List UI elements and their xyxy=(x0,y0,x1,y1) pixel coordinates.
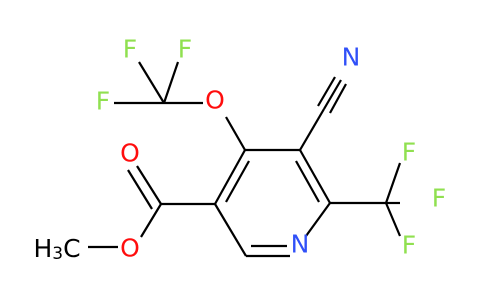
bond-c5-c4-inner xyxy=(225,160,250,203)
bond-cester-ocarbonyl-2 xyxy=(127,169,153,210)
bond-c6-c5 xyxy=(214,203,247,257)
bond-cester-ocarbonyl xyxy=(136,165,162,205)
cf3-fluorine-1-label: F xyxy=(402,138,416,167)
ocf3-fluorine-3-label: F xyxy=(96,87,110,116)
bond-c4-oether xyxy=(225,116,246,151)
nitrile-nitrogen-label: N xyxy=(342,43,361,72)
bond-c2-n1 xyxy=(305,202,331,237)
ring-nitrogen-label: N xyxy=(291,230,310,259)
bond-cn-triple-1 xyxy=(323,79,342,110)
methyl-h: H xyxy=(33,234,52,263)
bond-ccf3-f2 xyxy=(162,61,180,104)
methyl-h-count: 3 xyxy=(52,244,63,264)
bond-cn-triple-2 xyxy=(329,83,347,114)
cf3-fluorine-3-label: F xyxy=(402,231,416,260)
bond-c3-cn xyxy=(299,108,325,151)
carbonyl-oxygen-label: O xyxy=(120,139,140,168)
ether-oxygen-label: O xyxy=(205,86,225,115)
bond-cn-triple-3 xyxy=(317,76,336,107)
bond-c5-c4 xyxy=(214,149,246,205)
bond-ccf3b-f1 xyxy=(384,162,402,204)
bond-cester-oester xyxy=(140,203,162,238)
ocf3-fluorine-2-label: F xyxy=(178,35,192,64)
ester-oxygen-label: O xyxy=(120,234,140,263)
cf3-fluorine-2-label: F xyxy=(432,184,446,213)
methyl-group-label: H3C xyxy=(33,234,80,265)
methyl-c: C xyxy=(63,234,80,263)
bond-ccf3-f1 xyxy=(138,61,165,104)
ocf3-fluorine-1-label: F xyxy=(123,35,137,64)
bond-c3-c2 xyxy=(299,149,331,204)
bond-ccf3b-f3 xyxy=(384,202,402,237)
bond-c3-c2-inner xyxy=(295,160,320,203)
